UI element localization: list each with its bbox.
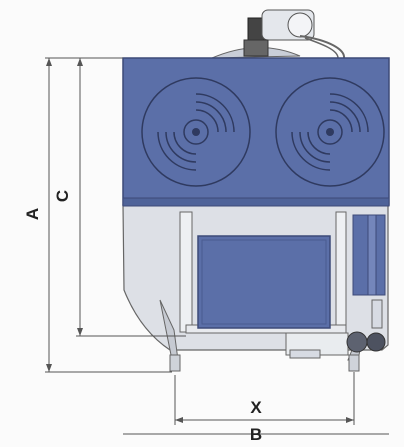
dimension-c-label: C — [53, 190, 72, 202]
dimension-lines — [45, 57, 389, 435]
compressor-box — [197, 235, 331, 329]
cooling-unit-frame — [179, 211, 386, 359]
dimension-a-label: A — [23, 208, 42, 220]
right-condenser-fan — [275, 77, 385, 187]
dimension-x-label: X — [250, 398, 262, 417]
compressor-box-frame — [201, 239, 327, 325]
condenser-panel-strip — [122, 197, 390, 207]
left-condenser-fan — [141, 77, 251, 187]
dimension-arrowheads — [46, 58, 354, 423]
dimension-b-label: B — [250, 425, 262, 444]
lid-motor-assembly — [211, 9, 345, 59]
